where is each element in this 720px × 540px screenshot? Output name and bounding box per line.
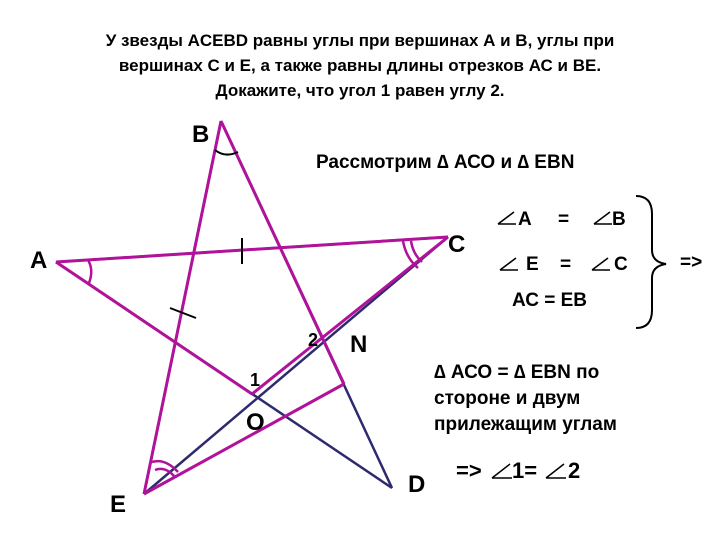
highlight-ac xyxy=(55,235,449,264)
vertex-label-n: N xyxy=(350,331,367,358)
implies-arrow: => xyxy=(680,252,702,273)
angle-arc-c-outer xyxy=(401,240,419,269)
vertex-label-e: E xyxy=(110,491,126,518)
conclusion-line-1: ∆ АСО = ∆ EBN по xyxy=(434,362,599,383)
highlight-en xyxy=(143,382,345,496)
vertex-label-c: C xyxy=(448,231,465,258)
highlight-co xyxy=(251,235,449,396)
problem-statement: У звезды ACEBD равны углы при вершинах А… xyxy=(30,28,690,103)
final-implies: => xyxy=(456,458,482,483)
angle-symbol-icon xyxy=(499,257,518,271)
highlight-ao xyxy=(55,260,253,396)
angle-number-2: 2 xyxy=(308,330,318,350)
segment-ce xyxy=(143,236,449,495)
highlight-eb xyxy=(142,120,223,495)
angle-number-1: 1 xyxy=(250,370,260,390)
eq1-right: В xyxy=(612,209,626,230)
consider-text: Рассмотрим ∆ АСО и ∆ EBN xyxy=(316,152,574,173)
highlight-bn xyxy=(219,120,346,385)
conclusion-line-2: стороне и двум xyxy=(434,388,580,409)
vertex-label-d: D xyxy=(408,471,425,498)
eq2-right: С xyxy=(614,254,628,275)
eq1-left: А xyxy=(518,209,532,230)
eq2-sign: = xyxy=(560,254,571,275)
problem-line-2: вершинах С и Е, а также равны длины отре… xyxy=(118,56,602,75)
eq1-sign: = xyxy=(558,209,569,230)
angle-arc-a xyxy=(86,259,93,284)
tick-mark-eb xyxy=(169,307,197,319)
conclusion-line-3: прилежащим углам xyxy=(434,414,617,435)
vertex-label-o: O xyxy=(246,409,265,436)
angle-symbol-icon xyxy=(545,463,566,479)
problem-line-1: У звезды ACEBD равны углы при вершинах А… xyxy=(105,31,615,50)
angle-symbol-icon xyxy=(497,211,516,225)
final-angle-1: 1= xyxy=(512,458,537,483)
angle-symbol-icon xyxy=(491,463,512,479)
eq3-text: АС = ЕВ xyxy=(512,290,587,311)
vertex-label-a: A xyxy=(30,247,47,274)
problem-line-3: Докажите, что угол 1 равен углу 2. xyxy=(215,81,505,100)
angle-symbol-icon xyxy=(593,211,612,225)
eq2-left: Е xyxy=(526,254,539,275)
vertex-label-b: B xyxy=(192,121,209,148)
angle-symbol-icon xyxy=(591,257,610,271)
final-angle-2: 2 xyxy=(568,458,580,483)
angle-arc-e-outer xyxy=(151,459,179,473)
system-brace-icon xyxy=(635,195,667,329)
angle-arc-b xyxy=(214,149,239,156)
angle-arc-c-inner xyxy=(409,240,423,263)
angle-arc-e-inner xyxy=(154,467,175,477)
